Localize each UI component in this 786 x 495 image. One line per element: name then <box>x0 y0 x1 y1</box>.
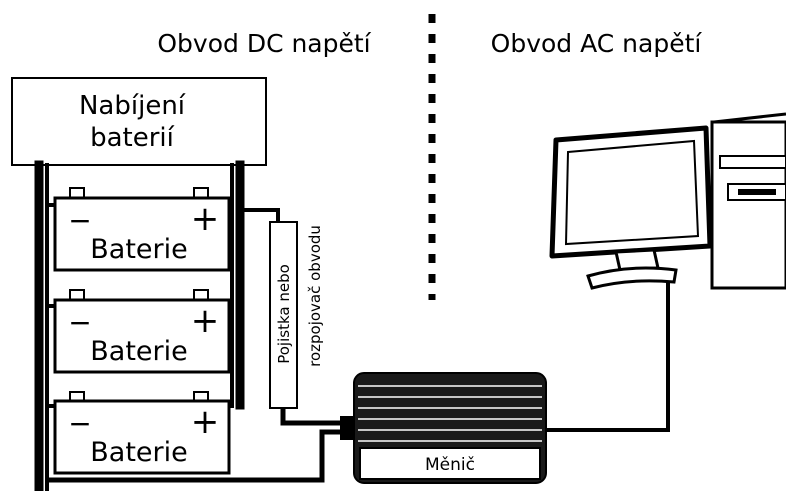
dc-circuit-label: Obvod DC napětí <box>157 29 371 58</box>
battery-3-label: Baterie <box>90 437 187 468</box>
monitor-icon <box>549 125 713 290</box>
fuse-label-line2: rozpojovač obvodu <box>306 225 324 367</box>
inverter-terminal-pos <box>340 416 355 428</box>
battery-2: − + Baterie <box>53 289 231 374</box>
battery-1-minus: − <box>68 204 91 237</box>
battery-3-plus: + <box>191 402 220 442</box>
battery-1-plus: + <box>191 199 220 239</box>
fuse-to-inverter-wire <box>280 408 343 426</box>
battery-3-minus: − <box>68 407 91 440</box>
charger-label-line2: baterií <box>90 123 175 153</box>
fuse-or-breaker: Pojistka nebo rozpojovač obvodu <box>269 221 324 409</box>
ac-circuit-label: Obvod AC napětí <box>491 29 703 58</box>
battery-1: − + Baterie <box>53 187 231 272</box>
inverter: Měnič <box>353 372 547 484</box>
battery-3: − + Baterie <box>53 391 231 475</box>
ac-output-wire <box>546 276 670 432</box>
negative-wire-to-inverter <box>47 429 343 483</box>
battery-2-minus: − <box>68 306 91 339</box>
battery-1-label: Baterie <box>90 234 187 265</box>
positive-wire-to-fuse <box>240 208 280 224</box>
desktop-tower-icon <box>710 112 786 290</box>
inverter-label: Měnič <box>425 455 475 475</box>
fuse-label-line1: Pojistka nebo <box>275 264 293 364</box>
battery-charger: Nabíjení baterií <box>11 77 267 166</box>
battery-2-label: Baterie <box>90 336 187 367</box>
inverter-terminal-neg <box>340 428 355 440</box>
battery-2-plus: + <box>191 301 220 341</box>
charger-label-line1: Nabíjení <box>79 91 186 121</box>
